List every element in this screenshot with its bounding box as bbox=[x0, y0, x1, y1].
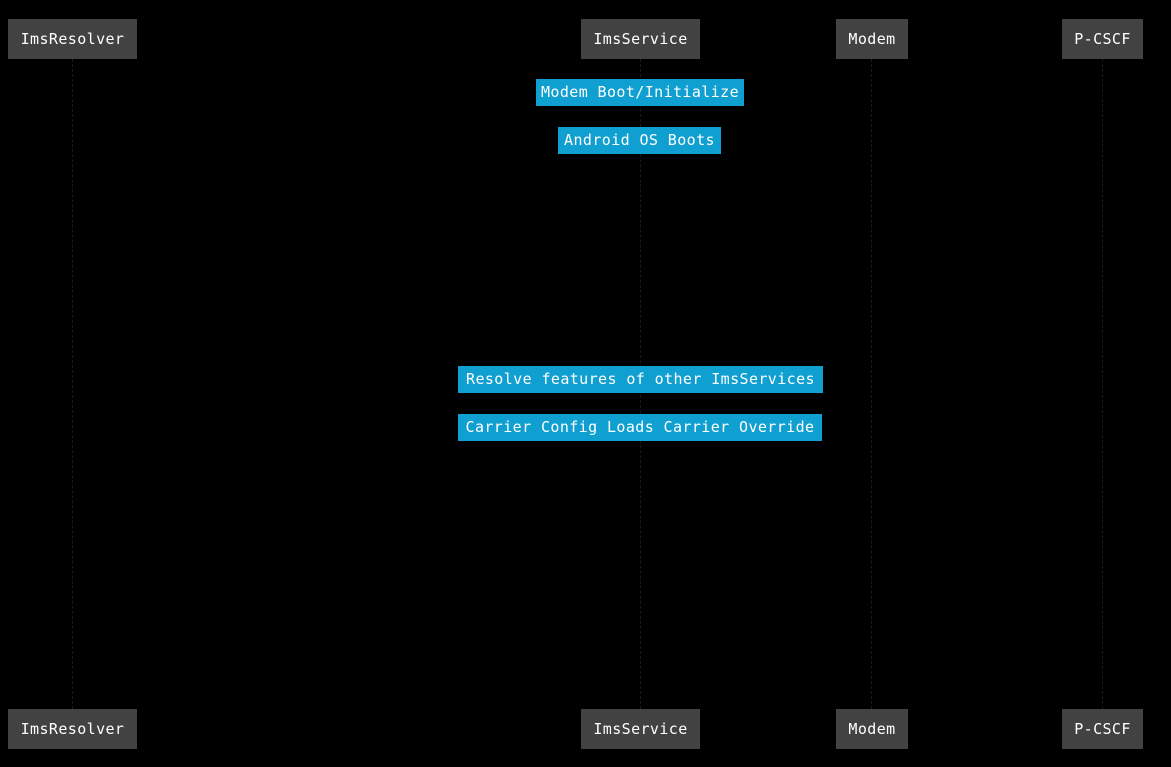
lifeline-p-cscf bbox=[1102, 59, 1104, 709]
note-carrier-config[interactable]: Carrier Config Loads Carrier Override bbox=[458, 414, 822, 441]
participant-footer-ims-resolver[interactable]: ImsResolver bbox=[8, 709, 137, 749]
participant-header-ims-service[interactable]: ImsService bbox=[581, 19, 700, 59]
note-resolve-features[interactable]: Resolve features of other ImsServices bbox=[458, 366, 823, 393]
participant-header-p-cscf[interactable]: P-CSCF bbox=[1062, 19, 1143, 59]
participant-header-modem[interactable]: Modem bbox=[836, 19, 908, 59]
participant-footer-p-cscf[interactable]: P-CSCF bbox=[1062, 709, 1143, 749]
participant-footer-ims-service[interactable]: ImsService bbox=[581, 709, 700, 749]
participant-footer-modem[interactable]: Modem bbox=[836, 709, 908, 749]
note-android-os-boots[interactable]: Android OS Boots bbox=[558, 127, 721, 154]
lifeline-modem bbox=[871, 59, 873, 709]
participant-header-ims-resolver[interactable]: ImsResolver bbox=[8, 19, 137, 59]
lifeline-ims-resolver bbox=[72, 59, 74, 709]
note-modem-boot[interactable]: Modem Boot/Initialize bbox=[536, 79, 744, 106]
